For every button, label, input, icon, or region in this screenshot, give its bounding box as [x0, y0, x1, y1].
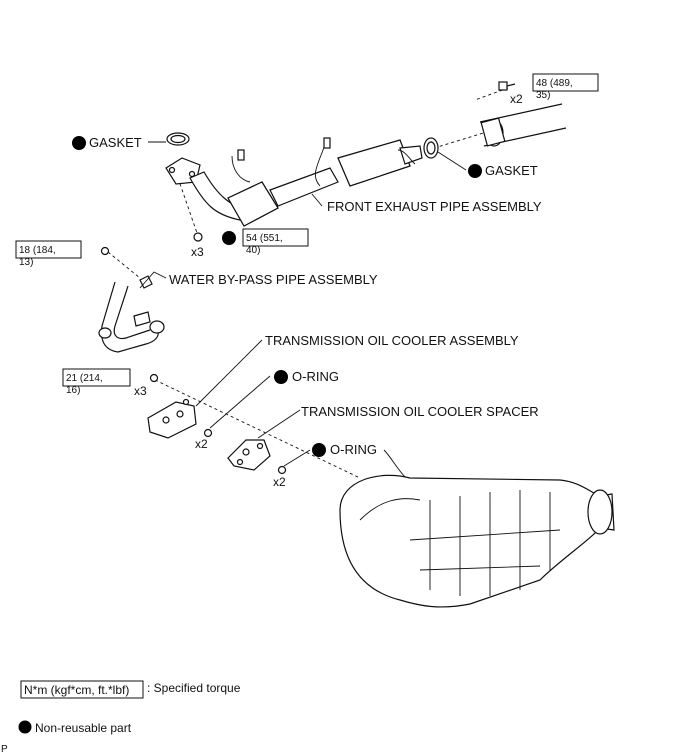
transmission-part [339, 449, 615, 608]
callout-o-ring-2: O-RING [330, 442, 377, 457]
callout-front-exhaust-pipe: FRONT EXHAUST PIPE ASSEMBLY [327, 199, 542, 214]
leader-o-ring-1 [209, 375, 271, 429]
nut-54 [193, 232, 203, 242]
svg-text:N*m (kgf*cm, ft.*lbf): N*m (kgf*cm, ft.*lbf) [24, 683, 129, 697]
nonreusable-dot-gasket-right [468, 164, 482, 178]
water-bypass-pipe-part [98, 246, 165, 353]
trans-oil-cooler-part [147, 373, 197, 439]
o-ring-1-part [203, 428, 213, 438]
leader-o-ring-2 [283, 449, 311, 467]
nonreusable-dot-o-ring-2 [312, 443, 326, 457]
legend-torque: N*m (kgf*cm, ft.*lbf) : Specified torque [20, 680, 241, 699]
svg-text:35): 35) [536, 90, 550, 101]
svg-text:40): 40) [246, 245, 260, 256]
bolt-48 [498, 81, 516, 91]
svg-text:18 (184,: 18 (184, [19, 245, 56, 256]
flange-nut-axis-line [177, 177, 199, 237]
torque-box-54: 54 (551, 40) [222, 228, 309, 256]
svg-text:21 (214,: 21 (214, [66, 373, 103, 384]
svg-text:48 (489,: 48 (489, [536, 78, 573, 89]
leader-front-exhaust [311, 193, 323, 207]
exhaust-tail-pipe [479, 103, 567, 147]
callout-trans-oil-cooler: TRANSMISSION OIL COOLER ASSEMBLY [265, 333, 519, 348]
callout-gasket-left: GASKET [89, 135, 142, 150]
cooler-bolt-axis-line [154, 379, 361, 479]
callout-water-bypass-pipe: WATER BY-PASS PIPE ASSEMBLY [169, 272, 378, 287]
qty-o-ring-2: x2 [273, 475, 286, 489]
nonreusable-dot-gasket-left [72, 136, 86, 150]
svg-text:16): 16) [66, 385, 80, 396]
torque-box-21: 21 (214, 16) [62, 368, 131, 396]
torque-box-48: 48 (489, 35) [532, 73, 599, 101]
svg-text:: Specified torque: : Specified torque [147, 681, 241, 695]
callout-o-ring-1: O-RING [292, 369, 339, 384]
qty-bolt-21: x3 [134, 384, 147, 398]
svg-text:54 (551,: 54 (551, [246, 233, 283, 244]
leader-spacer [257, 409, 301, 439]
legend-nonreusable: Non-reusable part [18, 720, 132, 735]
callout-gasket-right: GASKET [485, 163, 538, 178]
leader-gasket-right [437, 151, 467, 171]
corner-mark: P [1, 744, 8, 755]
nonreusable-dot-o-ring-1 [274, 370, 288, 384]
bypass-bolt-axis-line [107, 251, 141, 279]
o-ring-2-part [277, 465, 287, 475]
leader-water-bypass [139, 271, 167, 289]
qty-nut-54: x3 [191, 245, 204, 259]
svg-text:Non-reusable part: Non-reusable part [35, 721, 132, 735]
trans-oil-cooler-spacer-part [227, 439, 271, 471]
callout-trans-oil-cooler-spacer: TRANSMISSION OIL COOLER SPACER [301, 404, 539, 419]
qty-bolt-48: x2 [510, 92, 523, 106]
front-exhaust-pipe-part [165, 137, 423, 227]
svg-text:13): 13) [19, 257, 33, 268]
leader-cooler [195, 339, 263, 407]
torque-box-18: 18 (184, 13) [15, 240, 82, 268]
qty-o-ring-1: x2 [195, 437, 208, 451]
